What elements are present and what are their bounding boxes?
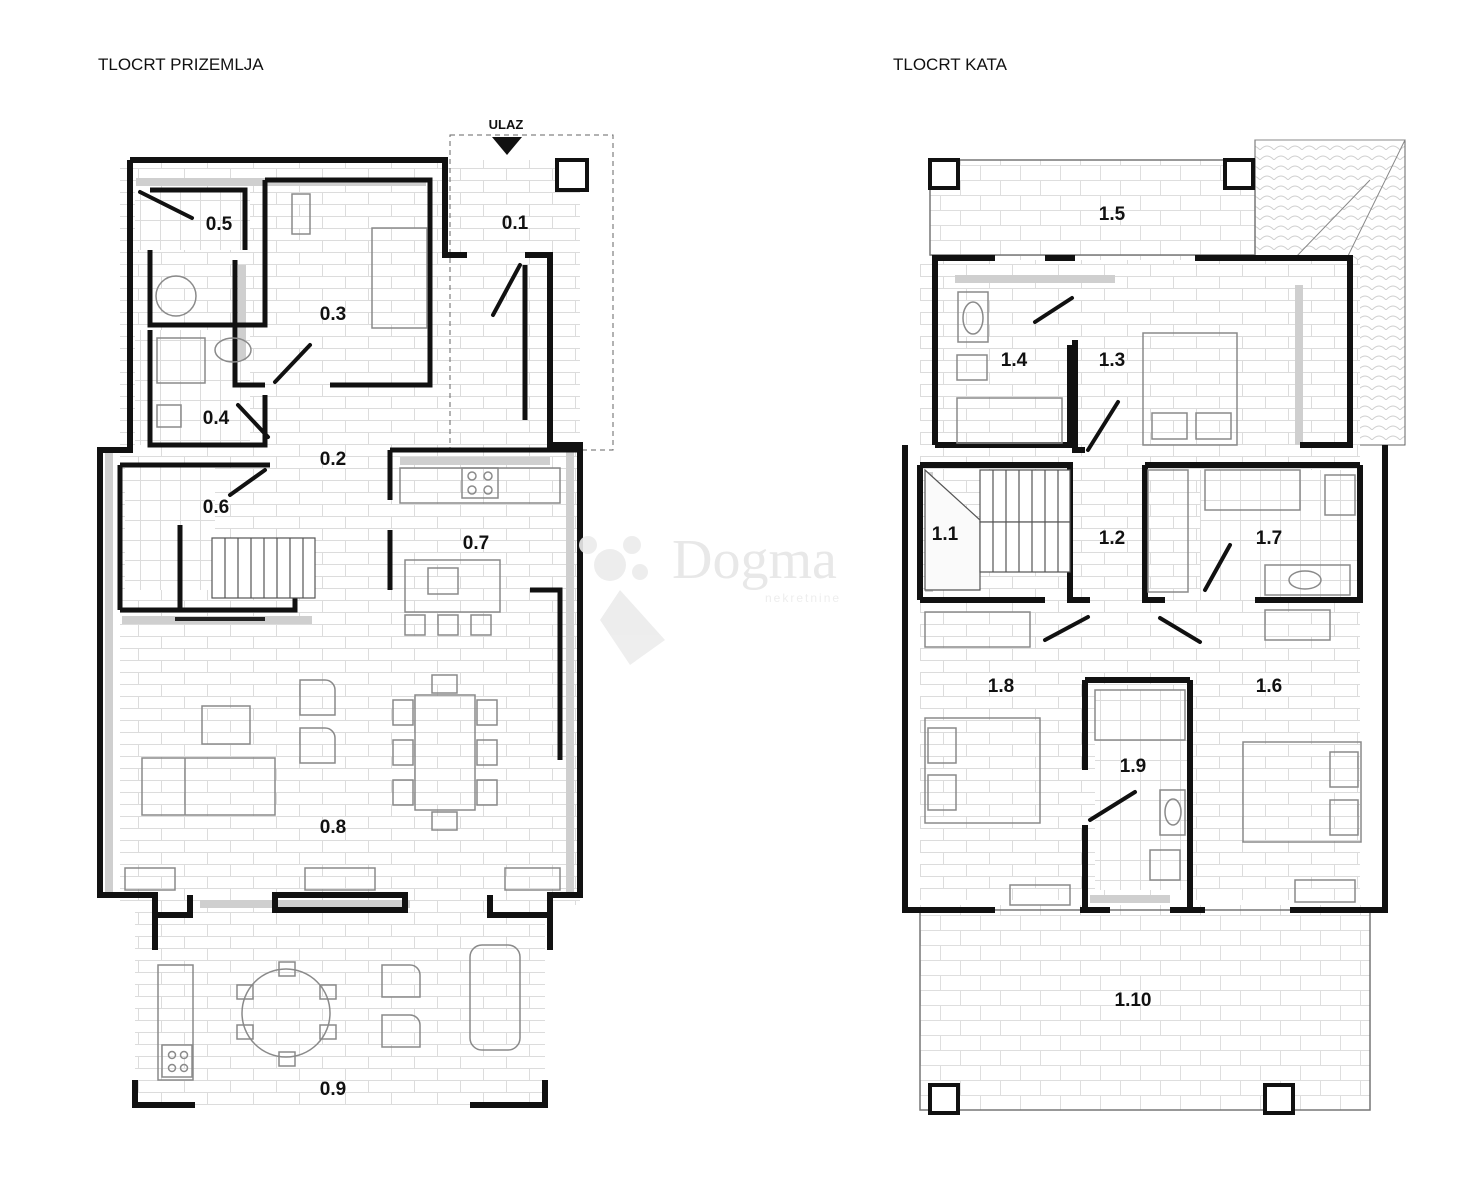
upper-floor-plan: 1.1 1.2 1.3 1.4 1.5 1.6 1.7 1.8 1.9 1.10 [902, 139, 1406, 1115]
ground-floor-plan: ULAZ [97, 117, 614, 1108]
room-0-9-label: 0.9 [320, 1079, 346, 1100]
watermark-tagline: nekretnine [765, 591, 841, 605]
entrance-label: ULAZ [489, 117, 524, 132]
upper-floor-title: TLOCRT KATA [893, 55, 1008, 74]
room-1-1-label: 1.1 [932, 524, 959, 545]
room-1-3-label: 1.3 [1099, 350, 1125, 371]
room-0-2-label: 0.2 [320, 449, 346, 470]
ground-furniture [124, 193, 561, 1081]
room-1-10-label: 1.10 [1115, 990, 1152, 1011]
watermark-logo-icon [579, 536, 665, 665]
room-1-5-label: 1.5 [1099, 204, 1126, 225]
room-1-7-label: 1.7 [1256, 528, 1282, 549]
room-0-1-label: 0.1 [502, 213, 529, 234]
room-1-4-label: 1.4 [1001, 350, 1028, 371]
room-1-6-label: 1.6 [1256, 676, 1282, 697]
upper-furniture [924, 291, 1362, 906]
canopy-column [555, 158, 589, 192]
ground-floor-title: TLOCRT PRIZEMLJA [98, 55, 264, 74]
upper-staircase [924, 468, 1071, 591]
room-1-9-label: 1.9 [1120, 756, 1146, 777]
ground-staircase [211, 537, 316, 599]
room-0-6-label: 0.6 [203, 497, 229, 518]
room-0-4-label: 0.4 [203, 408, 230, 429]
room-0-3-label: 0.3 [320, 304, 346, 325]
watermark: Dogma nekretnine [579, 529, 841, 665]
room-0-8-label: 0.8 [320, 817, 346, 838]
entrance-arrow-icon [492, 137, 522, 155]
room-1-2-label: 1.2 [1099, 528, 1125, 549]
watermark-brand: Dogma [672, 529, 837, 591]
room-0-7-label: 0.7 [463, 533, 489, 554]
room-0-5-label: 0.5 [206, 214, 233, 235]
room-1-8-label: 1.8 [988, 676, 1014, 697]
